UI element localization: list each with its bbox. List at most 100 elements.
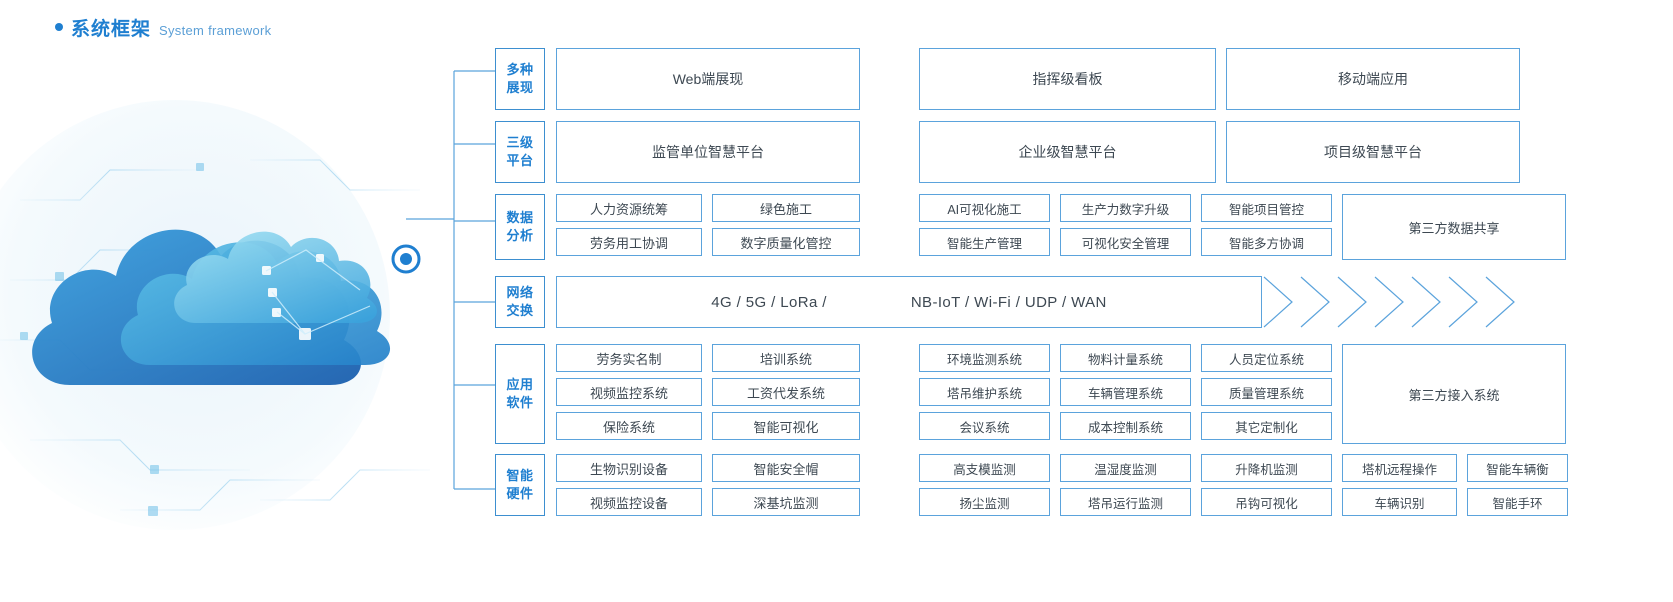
app-left-col-1: 劳务实名制 视频监控系统 保险系统: [556, 344, 702, 444]
cell-smart-multiparty-coordination[interactable]: 智能多方协调: [1201, 228, 1332, 256]
app-right-col-2: 物料计量系统 车辆管理系统 成本控制系统: [1060, 344, 1191, 444]
row-label-line2: 分析: [506, 228, 534, 243]
cell-third-party-access-system[interactable]: 第三方接入系统: [1342, 344, 1566, 444]
row-platform: 三级 平台 监管单位智慧平台 企业级智慧平台 项目级智慧平台: [495, 121, 1520, 183]
cell-regulator-platform[interactable]: 监管单位智慧平台: [556, 121, 860, 183]
data-left-col-1: 人力资源统筹 劳务用工协调: [556, 194, 702, 260]
spacer: [860, 344, 919, 444]
cell-smart-production-mgmt[interactable]: 智能生产管理: [919, 228, 1050, 256]
row-application-software: 应用 软件 劳务实名制 视频监控系统 保险系统 培训系统 工资代发系统 智能可视…: [495, 344, 1566, 444]
cell-meeting-system[interactable]: 会议系统: [919, 412, 1050, 440]
cell-web-display[interactable]: Web端展现: [556, 48, 860, 110]
row-label-line1: 智能: [506, 468, 534, 483]
row-label-line1: 网络: [506, 285, 534, 300]
hardware-left-row-2: 视频监控设备 深基坑监测: [556, 488, 860, 516]
cell-training-system[interactable]: 培训系统: [712, 344, 860, 372]
cell-crane-maintenance[interactable]: 塔吊维护系统: [919, 378, 1050, 406]
cell-smart-weighbridge[interactable]: 智能车辆衡: [1467, 454, 1568, 482]
spacer: [860, 48, 919, 110]
cell-vehicle-management[interactable]: 车辆管理系统: [1060, 378, 1191, 406]
row-label-hardware: 智能 硬件: [495, 454, 545, 516]
cell-third-party-data-sharing[interactable]: 第三方数据共享: [1342, 194, 1566, 260]
cell-smart-project-control[interactable]: 智能项目管控: [1201, 194, 1332, 222]
cell-tower-crane-remote-operation[interactable]: 塔机远程操作: [1342, 454, 1457, 482]
row-label-application: 应用 软件: [495, 344, 545, 444]
cell-enterprise-platform[interactable]: 企业级智慧平台: [919, 121, 1216, 183]
cell-mobile-app[interactable]: 移动端应用: [1226, 48, 1520, 110]
cell-labor-real-name[interactable]: 劳务实名制: [556, 344, 702, 372]
cell-smart-bracelet[interactable]: 智能手环: [1467, 488, 1568, 516]
spacer: [860, 454, 919, 516]
cell-hr-coordination[interactable]: 人力资源统筹: [556, 194, 702, 222]
row-network-exchange: 网络 交换 4G / 5G / LoRa / NB-IoT / Wi-Fi / …: [495, 276, 1525, 328]
hardware-group-right: 高支模监测 温湿度监测 升降机监测 塔机远程操作 智能车辆衡 扬尘监测 塔吊运行…: [919, 454, 1568, 516]
row-label-line1: 应用: [506, 377, 534, 392]
bullet-dot-icon: [55, 23, 63, 31]
row-label-line2: 平台: [506, 153, 534, 168]
cell-insurance-system[interactable]: 保险系统: [556, 412, 702, 440]
cell-other-customization[interactable]: 其它定制化: [1201, 412, 1332, 440]
data-group-left: 人力资源统筹 劳务用工协调 绿色施工 数字质量化管控: [556, 194, 860, 260]
row-label-data-analysis: 数据 分析: [495, 194, 545, 260]
row-label-line1: 多种: [506, 62, 534, 77]
cell-smart-visualization[interactable]: 智能可视化: [712, 412, 860, 440]
app-group-left: 劳务实名制 视频监控系统 保险系统 培训系统 工资代发系统 智能可视化: [556, 344, 860, 444]
cell-payroll-system[interactable]: 工资代发系统: [712, 378, 860, 406]
cell-environment-monitoring[interactable]: 环境监测系统: [919, 344, 1050, 372]
row-label-display: 多种 展现: [495, 48, 545, 110]
cell-green-construction[interactable]: 绿色施工: [712, 194, 860, 222]
cell-temperature-humidity-monitoring[interactable]: 温湿度监测: [1060, 454, 1191, 482]
tree-connector: [406, 70, 495, 490]
cell-tower-crane-operation-monitoring[interactable]: 塔吊运行监测: [1060, 488, 1191, 516]
row-label-line2: 软件: [506, 395, 534, 410]
cell-high-formwork-monitoring[interactable]: 高支模监测: [919, 454, 1050, 482]
data-right-col-3: 智能项目管控 智能多方协调: [1201, 194, 1332, 260]
hardware-group-left: 生物识别设备 智能安全帽 视频监控设备 深基坑监测: [556, 454, 860, 516]
cloud-graphic-icon: [0, 159, 430, 516]
cell-vehicle-recognition[interactable]: 车辆识别: [1342, 488, 1457, 516]
app-right-col-1: 环境监测系统 塔吊维护系统 会议系统: [919, 344, 1050, 444]
row-label-line1: 三级: [506, 135, 534, 150]
cell-biometric-device[interactable]: 生物识别设备: [556, 454, 702, 482]
row-label-network: 网络 交换: [495, 276, 545, 328]
platform-group-right: 企业级智慧平台 项目级智慧平台: [919, 121, 1520, 183]
row-data-analysis: 数据 分析 人力资源统筹 劳务用工协调 绿色施工 数字质量化管控 AI可视化施工…: [495, 194, 1566, 260]
network-text-left: 4G / 5G / LoRa /: [711, 293, 827, 311]
cell-command-board[interactable]: 指挥级看板: [919, 48, 1216, 110]
row-label-line1: 数据: [506, 210, 534, 225]
display-group-left: Web端展现: [556, 48, 860, 110]
chevron-right-icon: [1263, 276, 1515, 328]
cell-video-surveillance-device[interactable]: 视频监控设备: [556, 488, 702, 516]
spacer: [860, 121, 919, 183]
cell-video-surveillance-system[interactable]: 视频监控系统: [556, 378, 702, 406]
network-bar[interactable]: 4G / 5G / LoRa / NB-IoT / Wi-Fi / UDP / …: [556, 276, 1262, 328]
cell-ai-visual-construction[interactable]: AI可视化施工: [919, 194, 1050, 222]
hardware-left-row-1: 生物识别设备 智能安全帽: [556, 454, 860, 482]
cell-project-platform[interactable]: 项目级智慧平台: [1226, 121, 1520, 183]
network-arrow-chevrons: [1262, 276, 1525, 328]
cell-visual-safety-mgmt[interactable]: 可视化安全管理: [1060, 228, 1191, 256]
cell-labor-coordination[interactable]: 劳务用工协调: [556, 228, 702, 256]
cell-hoist-monitoring[interactable]: 升降机监测: [1201, 454, 1332, 482]
cloud-illustration: [0, 40, 470, 570]
cell-productivity-digital-upgrade[interactable]: 生产力数字升级: [1060, 194, 1191, 222]
cell-smart-helmet[interactable]: 智能安全帽: [712, 454, 860, 482]
network-text-right: NB-IoT / Wi-Fi / UDP / WAN: [910, 293, 1107, 311]
data-group-right: AI可视化施工 智能生产管理 生产力数字升级 可视化安全管理 智能项目管控 智能…: [919, 194, 1566, 260]
row-label-line2: 硬件: [506, 486, 534, 501]
row-label-line2: 交换: [506, 303, 534, 318]
hardware-right-row-1: 高支模监测 温湿度监测 升降机监测 塔机远程操作 智能车辆衡: [919, 454, 1568, 482]
platform-group-left: 监管单位智慧平台: [556, 121, 860, 183]
cell-deep-foundation-pit-monitoring[interactable]: 深基坑监测: [712, 488, 860, 516]
page-title-zh: 系统框架: [71, 19, 152, 40]
cell-quality-management[interactable]: 质量管理系统: [1201, 378, 1332, 406]
cell-dust-monitoring[interactable]: 扬尘监测: [919, 488, 1050, 516]
cell-cost-control[interactable]: 成本控制系统: [1060, 412, 1191, 440]
data-right-col-2: 生产力数字升级 可视化安全管理: [1060, 194, 1191, 260]
cell-personnel-positioning[interactable]: 人员定位系统: [1201, 344, 1332, 372]
cell-hook-visualization[interactable]: 吊钩可视化: [1201, 488, 1332, 516]
page-title-en: System framework: [159, 23, 272, 38]
cell-material-metering[interactable]: 物料计量系统: [1060, 344, 1191, 372]
cell-digital-quality-control[interactable]: 数字质量化管控: [712, 228, 860, 256]
row-label-platform: 三级 平台: [495, 121, 545, 183]
